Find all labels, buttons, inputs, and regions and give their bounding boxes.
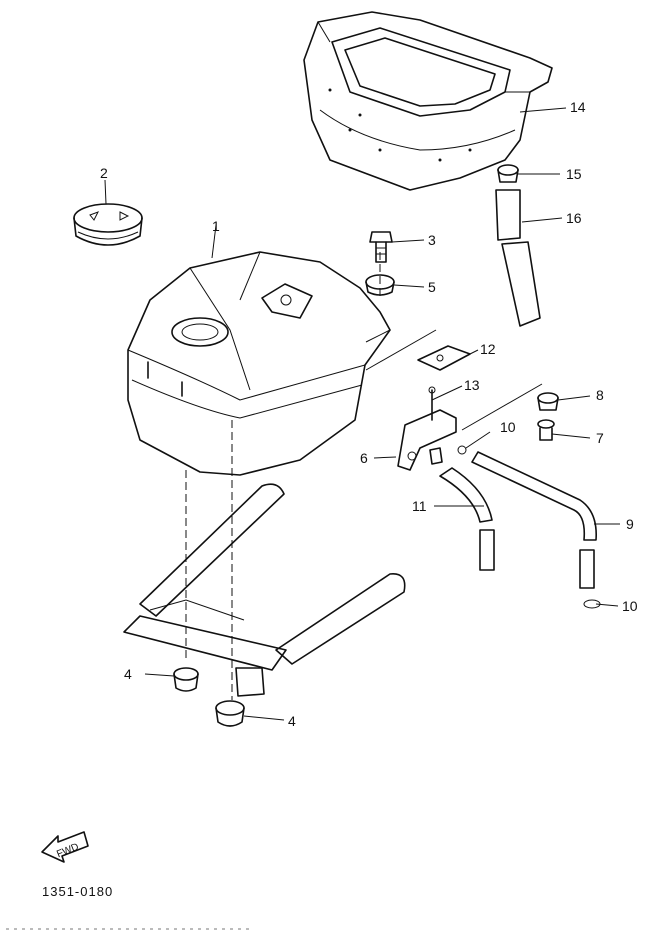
assembly-guide-lines bbox=[185, 252, 381, 700]
callout-8: 8 bbox=[596, 387, 604, 403]
drawing-code: 1351-0180 bbox=[42, 884, 114, 899]
callout-10-upper: 10 bbox=[500, 419, 516, 435]
callout-13: 13 bbox=[464, 377, 480, 393]
callout-12: 12 bbox=[480, 341, 496, 357]
part-11-fuel-hose bbox=[439, 467, 495, 571]
part-1-fuel-tank bbox=[127, 251, 391, 476]
part-4-mount-right bbox=[215, 700, 245, 727]
callout-7: 7 bbox=[596, 430, 604, 446]
part-2-fuel-cap bbox=[73, 203, 143, 246]
part-10-clip-upper bbox=[457, 445, 467, 455]
callout-5: 5 bbox=[428, 279, 436, 295]
callout-9: 9 bbox=[626, 516, 634, 532]
part-6-fuel-cock bbox=[397, 409, 457, 471]
callout-4-left: 4 bbox=[124, 666, 132, 682]
callout-14: 14 bbox=[570, 99, 586, 115]
part-12-gasket bbox=[417, 345, 471, 371]
callout-10-lower: 10 bbox=[622, 598, 638, 614]
part-3-bolt bbox=[369, 231, 393, 263]
callout-16: 16 bbox=[566, 210, 582, 226]
fwd-arrow-icon: FWD bbox=[41, 831, 89, 863]
frame-tubes bbox=[123, 483, 406, 697]
part-8-cap bbox=[537, 392, 559, 411]
part-7-screw bbox=[537, 419, 555, 441]
part-4-mount-left bbox=[173, 667, 199, 692]
fwd-label: FWD bbox=[55, 842, 80, 861]
callout-6: 6 bbox=[360, 450, 368, 466]
part-13-fuel-strainer bbox=[428, 386, 436, 421]
callout-11: 11 bbox=[412, 498, 427, 514]
callout-1: 1 bbox=[212, 218, 220, 234]
callout-3: 3 bbox=[428, 232, 436, 248]
leader-lines bbox=[104, 107, 620, 721]
part-9-vent-hose bbox=[471, 451, 597, 589]
callouts: 2 1 3 5 12 13 6 8 7 10 10 11 9 14 15 16 … bbox=[100, 99, 638, 729]
part-15-grommet bbox=[497, 164, 519, 183]
part-14-storage-tray bbox=[303, 11, 553, 191]
callout-15: 15 bbox=[566, 166, 582, 182]
part-16-drain-hose bbox=[495, 189, 541, 327]
callout-2: 2 bbox=[100, 165, 108, 181]
callout-4-right: 4 bbox=[288, 713, 296, 729]
